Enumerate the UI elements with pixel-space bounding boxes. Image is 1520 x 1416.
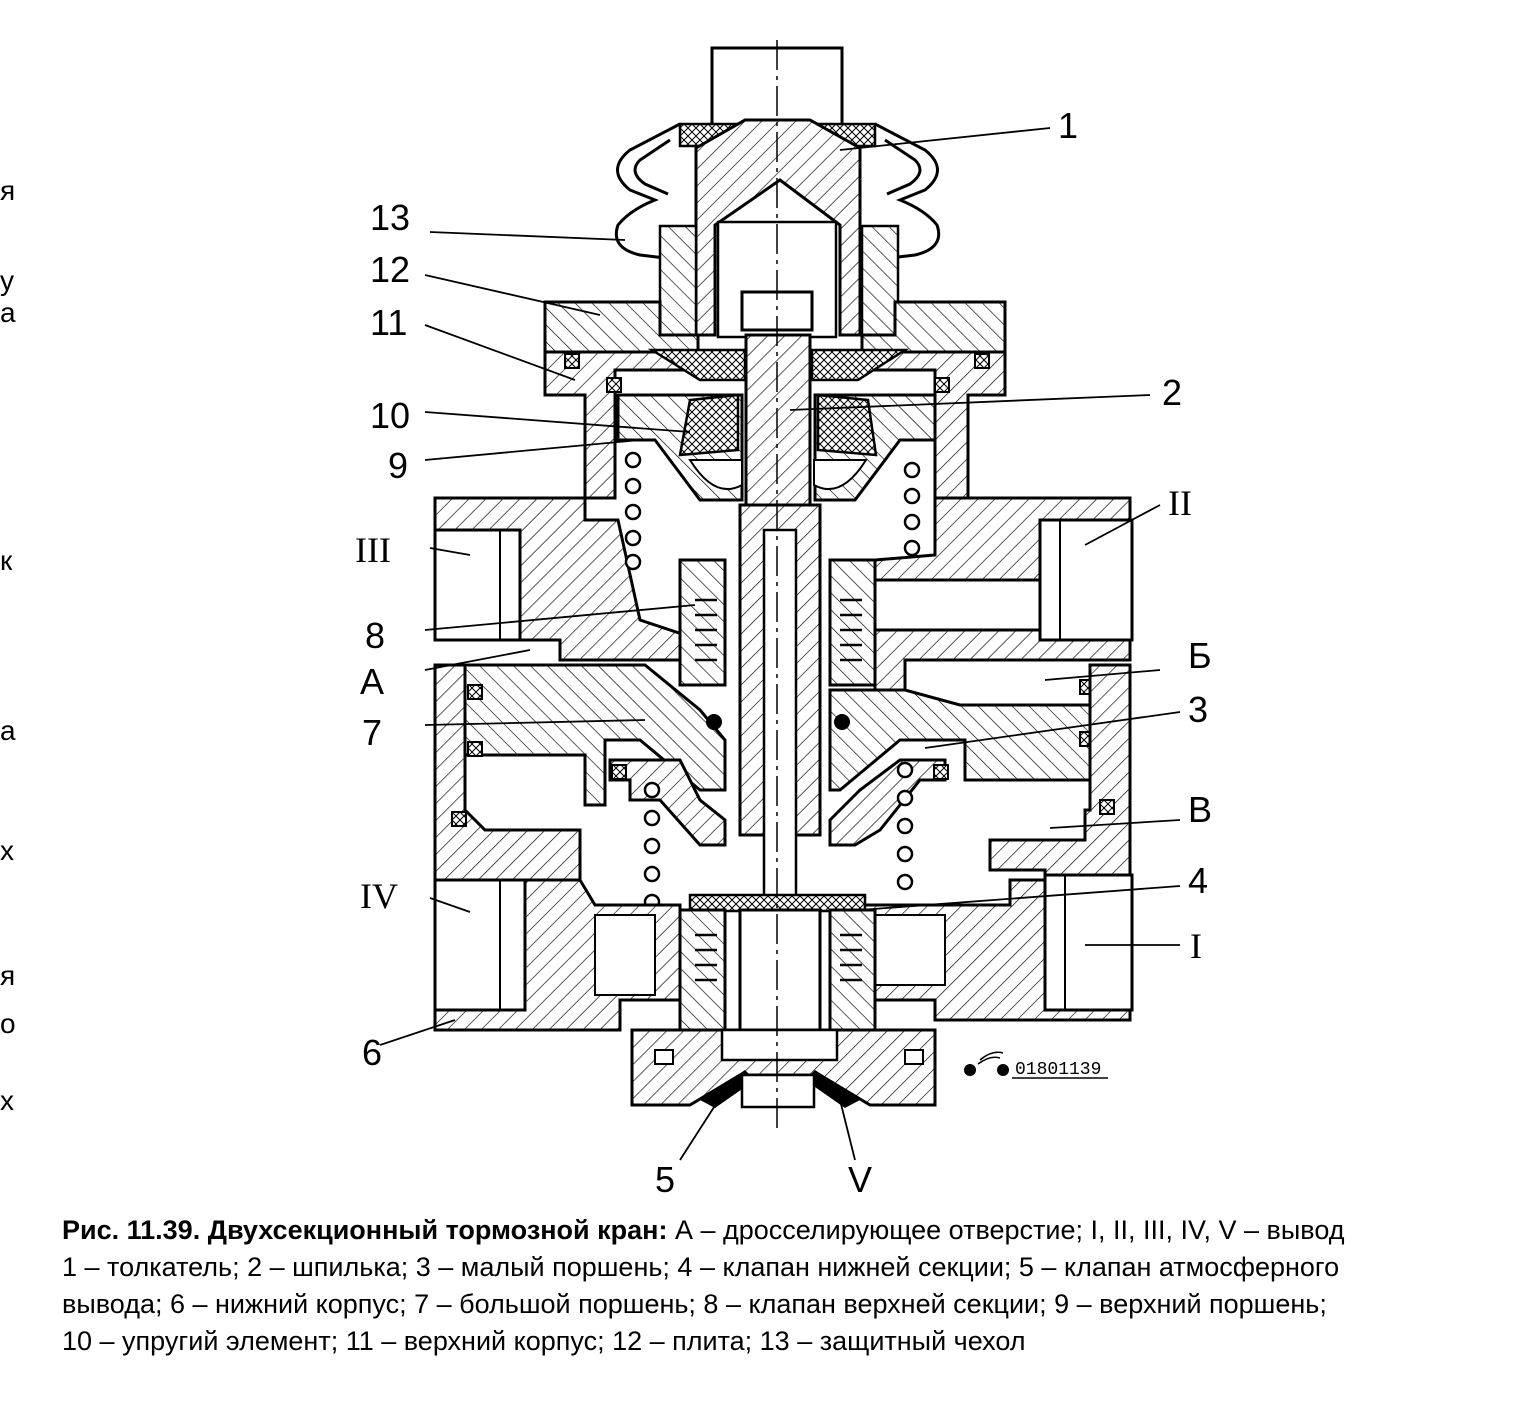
guide-bushing-left — [658, 224, 698, 338]
lower-valve-body-right — [828, 908, 877, 1032]
seal-ring — [467, 741, 483, 757]
upper-section-valve-right — [828, 558, 877, 687]
caption-line-3: вывода; 6 – нижний корпус; 7 – большой п… — [62, 1289, 1327, 1319]
elastic-element — [678, 393, 740, 457]
drawing-code: 01801139 — [964, 1051, 1108, 1080]
port-III — [433, 528, 522, 642]
o-ring — [834, 714, 850, 730]
margin-fragments: я у а к а х я о х х — [0, 175, 16, 1116]
elastic-cavity — [688, 459, 743, 490]
elastic-cavity — [813, 459, 868, 490]
drawing-code-text: 01801139 — [1015, 1060, 1101, 1080]
brake-valve-diagram: я у а к а х я о х х — [0, 40, 1212, 1200]
seal-ring — [467, 684, 483, 700]
label-B: Б — [1188, 635, 1212, 676]
label-2: 2 — [1162, 372, 1182, 413]
internal-cavity — [869, 914, 946, 986]
margin-glyph: у — [0, 265, 14, 296]
label-3: 3 — [1188, 689, 1208, 730]
upper-spring-left — [624, 451, 642, 571]
lower-valve-body — [678, 908, 727, 1032]
label-4: 4 — [1188, 860, 1208, 901]
label-V-outlet: V — [848, 1159, 872, 1200]
seal-ring — [606, 377, 622, 393]
pusher — [694, 118, 862, 337]
caption-line-4: 10 – упругий элемент; 11 – верхний корпу… — [62, 1326, 1026, 1356]
margin-glyph: я — [0, 960, 15, 991]
caption-title: Рис. 11.39. Двухсекционный тормозной кра… — [62, 1215, 668, 1245]
label-V: В — [1188, 789, 1212, 830]
label-12: 12 — [370, 249, 410, 290]
margin-glyph: а — [0, 297, 16, 328]
label-1: 1 — [1058, 105, 1078, 146]
outlet-nub — [654, 1049, 674, 1065]
stud — [744, 333, 812, 507]
label-8: 8 — [365, 615, 385, 656]
label-IV: IV — [360, 876, 398, 916]
margin-glyph: о — [0, 1008, 16, 1039]
margin-glyph: х — [0, 835, 14, 866]
seal-ring — [1099, 799, 1115, 815]
label-II: II — [1168, 483, 1192, 523]
margin-glyph: х — [0, 1085, 14, 1116]
margin-glyph: я — [0, 175, 15, 206]
label-13: 13 — [370, 197, 410, 238]
elastic-element — [816, 393, 878, 457]
margin-glyph: к — [0, 545, 13, 576]
figure-caption: Рис. 11.39. Двухсекционный тормозной кра… — [62, 1212, 1512, 1360]
atmospheric-valve — [805, 1070, 860, 1108]
housing-wall-right — [988, 663, 1132, 882]
seal-ring — [564, 353, 580, 369]
caption-line-2: 1 – толкатель; 2 – шпилька; 3 – малый по… — [62, 1252, 1340, 1282]
upper-section-valve — [678, 558, 727, 687]
upper-body — [543, 350, 1007, 500]
large-piston-right — [828, 688, 1092, 792]
seal-ring — [934, 377, 950, 393]
port-IV — [433, 878, 527, 1012]
elastic-element — [810, 348, 910, 382]
seal-ring — [933, 764, 949, 780]
seal-ring — [974, 353, 990, 369]
leader-lines — [379, 127, 1181, 1161]
label-7: 7 — [362, 712, 382, 753]
outlet-nub — [904, 1049, 924, 1065]
label-10: 10 — [370, 395, 410, 436]
seal-ring — [611, 764, 627, 780]
lower-spring-right — [896, 761, 914, 891]
margin-glyph: а — [0, 715, 16, 746]
o-ring — [706, 714, 722, 730]
caption-text: А – дросселирующее отверстие; I, II, III… — [667, 1215, 1345, 1245]
label-6: 6 — [362, 1032, 382, 1073]
port-I — [1043, 873, 1134, 1012]
label-9: 9 — [388, 445, 408, 486]
label-5: 5 — [655, 1159, 675, 1200]
caption-line-1: Рис. 11.39. Двухсекционный тормозной кра… — [62, 1212, 1512, 1249]
outlet-bore — [720, 1028, 839, 1062]
valve-spring — [695, 933, 862, 982]
protective-boot — [614, 122, 941, 260]
exhaust-tube — [738, 908, 822, 1042]
guide-bushing-right — [860, 224, 900, 338]
valve-spring — [695, 598, 862, 662]
large-piston — [463, 663, 727, 807]
seal-ring — [451, 811, 467, 827]
upper-spring-right — [903, 461, 921, 557]
internal-cavity — [594, 914, 656, 996]
label-III: III — [355, 530, 391, 570]
port-II — [1038, 518, 1134, 642]
label-11: 11 — [370, 302, 407, 343]
outlet-plug — [740, 1073, 816, 1109]
small-piston-right — [828, 758, 947, 847]
lower-spring-left — [643, 781, 661, 911]
label-I: I — [1190, 926, 1202, 966]
label-A: А — [360, 661, 384, 702]
